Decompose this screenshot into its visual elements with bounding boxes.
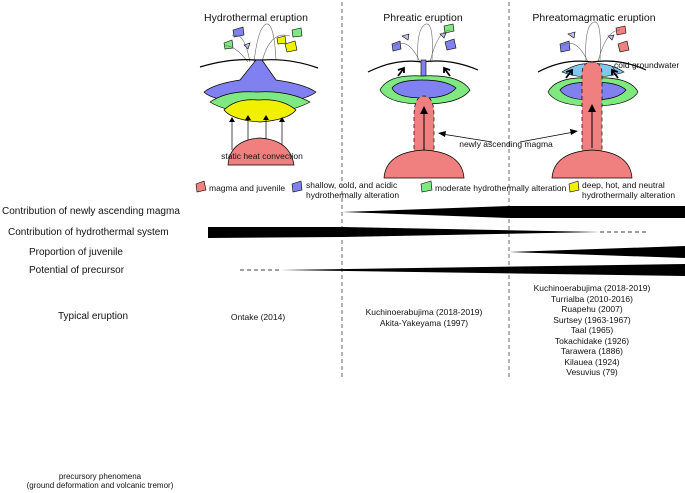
hydrothermal-panel — [199, 23, 319, 166]
header-phreatic: Phreatic eruption — [383, 12, 463, 24]
eruption-entry: Ruapehu (2007) — [561, 304, 623, 314]
moderate-icon — [420, 180, 433, 193]
row-label-typical: Typical eruption — [58, 311, 129, 322]
legend-shallow-1: shallow, cold, and acidic — [306, 180, 398, 190]
static-heat-label: static heat convection — [221, 151, 303, 161]
wedge-precursor — [280, 264, 685, 276]
footnote: precursory phenomena (ground deformation… — [27, 472, 174, 490]
row-label-hydrothermal: Contribution of hydrothermal system — [8, 227, 169, 238]
cold-groundwater-label: cold groundwater — [614, 60, 680, 70]
eruption-entry: Surtsey (1963-1967) — [553, 314, 631, 325]
wedge-newly-ascending-magma — [342, 206, 685, 218]
legend-moderate: moderate hydrothermally alteration — [435, 183, 567, 193]
legend-deep-1: deep, hot, and neutral — [582, 180, 665, 190]
wedge-hydrothermal-system — [208, 227, 600, 238]
header-phreatomagmatic: Phreatomagmatic eruption — [532, 12, 656, 24]
eruption-entry: Turrialba (2010-2016) — [551, 293, 633, 304]
legend-magma: magma and juvenile — [209, 183, 286, 193]
eruption-entry: Tarawera (1886) — [561, 346, 623, 356]
footnote-line-1: precursory phenomena — [58, 472, 142, 481]
eruption-entry: Taal (1965) — [570, 325, 614, 335]
row-label-juvenile: Proportion of juvenile — [29, 247, 123, 258]
deep-icon — [568, 180, 580, 193]
eruption-entry: Akita-Yakeyama (1997) — [379, 317, 469, 328]
row-label-precursor: Potential of precursor — [29, 265, 125, 276]
eruption-entry: Kuchinoerabujima (2018-2019) — [365, 307, 483, 317]
newly-ascending-arrows — [441, 131, 575, 143]
eruption-entry: Tokachidake (1926) — [554, 335, 630, 346]
wedge-juvenile — [509, 246, 685, 258]
typical-phreatomagmatic-list: Kuchinoerabujima (2018-2019) Turrialba (… — [534, 283, 651, 378]
phreatomagmatic-panel — [537, 21, 647, 179]
eruption-entry: Vesuvius (79) — [566, 367, 618, 377]
row-label-magma: Contribution of newly ascending magma — [2, 206, 180, 217]
legend-deep-2: hydrothermally alteration — [582, 190, 676, 200]
newly-ascending-label: newly ascending magma — [459, 139, 553, 149]
footnote-line-2: (ground deformation and volcanic tremor) — [26, 481, 174, 490]
header-hydrothermal: Hydrothermal eruption — [204, 12, 308, 24]
legend-shallow-2: hydrothermally alteration — [306, 190, 400, 200]
magma-icon — [195, 180, 207, 193]
shallow-icon — [291, 180, 303, 193]
typical-phreatic-list: Kuchinoerabujima (2018-2019) Akita-Yakey… — [366, 307, 483, 328]
eruption-entry: Ontake (2014) — [230, 312, 286, 322]
eruption-entry: Kilauea (1924) — [564, 356, 620, 367]
typical-hydrothermal-list: Ontake (2014) — [231, 312, 285, 323]
eruption-entry: Kuchinoerabujima (2018-2019) — [533, 283, 651, 293]
phreatic-panel — [367, 23, 479, 179]
